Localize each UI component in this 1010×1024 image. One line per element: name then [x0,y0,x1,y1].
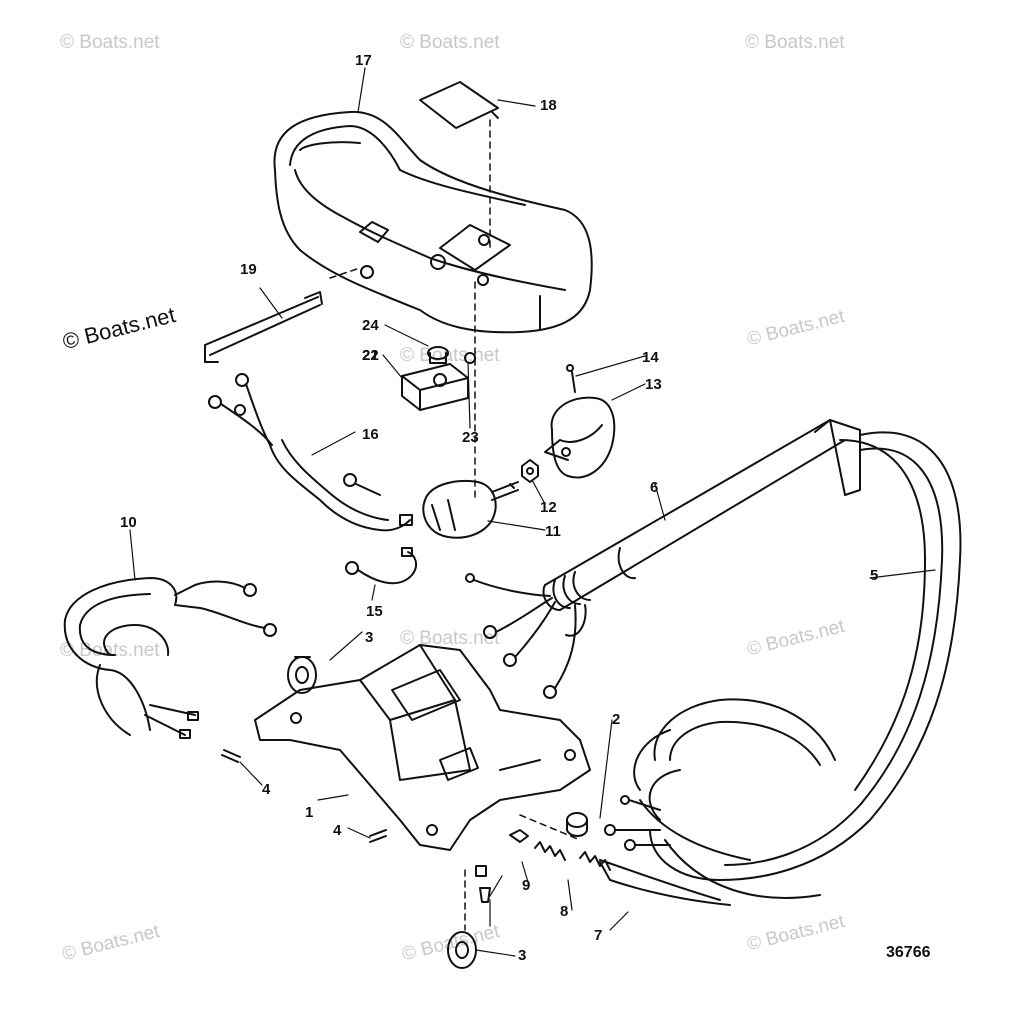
callout-label: 16 [362,426,379,443]
callout-label: 10 [120,514,137,531]
callout-label: 4 [262,781,271,798]
callout-label: 6 [650,479,659,496]
nut-part [522,460,538,482]
callout-label: 3 [518,947,527,964]
short-wire-part [346,548,416,583]
bracket-part [255,645,590,850]
callout-label: 2 [612,711,621,728]
callout-label: 1 [305,804,314,821]
pedal-pad-part [420,82,498,128]
callout-label: 22 [362,347,379,364]
pin-part [222,750,386,842]
callout-label: 9 [522,877,531,894]
callout-label: 4 [333,822,342,839]
pedal-cover-part [274,112,591,332]
rotary-switch-part [423,481,518,538]
watermark: © Boats.net [400,32,500,53]
knob-part [545,365,614,478]
callout-label: 13 [645,376,662,393]
callout-label: 23 [462,429,479,446]
callout-label: 8 [560,903,569,920]
switch-assembly-part [402,347,475,410]
watermark: © Boats.net [60,32,160,53]
watermark: © Boats.net [745,32,845,53]
pulley-part [288,657,476,968]
cable-loop-12-part [65,578,276,738]
cable-loop-part [634,432,960,898]
callout-label: 11 [545,523,561,540]
watermark: © Boats.net [400,628,500,649]
callout-label: 19 [240,261,257,278]
figure-number: 36766 [886,944,931,961]
rod-part [205,292,322,362]
callout-label: 21 [362,347,379,364]
callout-label: 7 [594,927,603,944]
callout-label: 18 [540,97,557,114]
callout-label: 3 [365,629,374,646]
callout-label: 24 [362,317,379,334]
wire-harness-18-part [209,374,412,530]
screw-part [476,866,490,902]
grommet-part [567,813,587,836]
callout-label: 12 [540,499,557,516]
spring-part [510,830,610,870]
callout-label: 17 [355,52,372,69]
callout-label: 15 [366,603,383,620]
cable-sheath-part [543,420,860,610]
sheath-wires-part [466,574,730,905]
callout-label: 5 [870,567,879,584]
callout-label: 14 [642,349,659,366]
